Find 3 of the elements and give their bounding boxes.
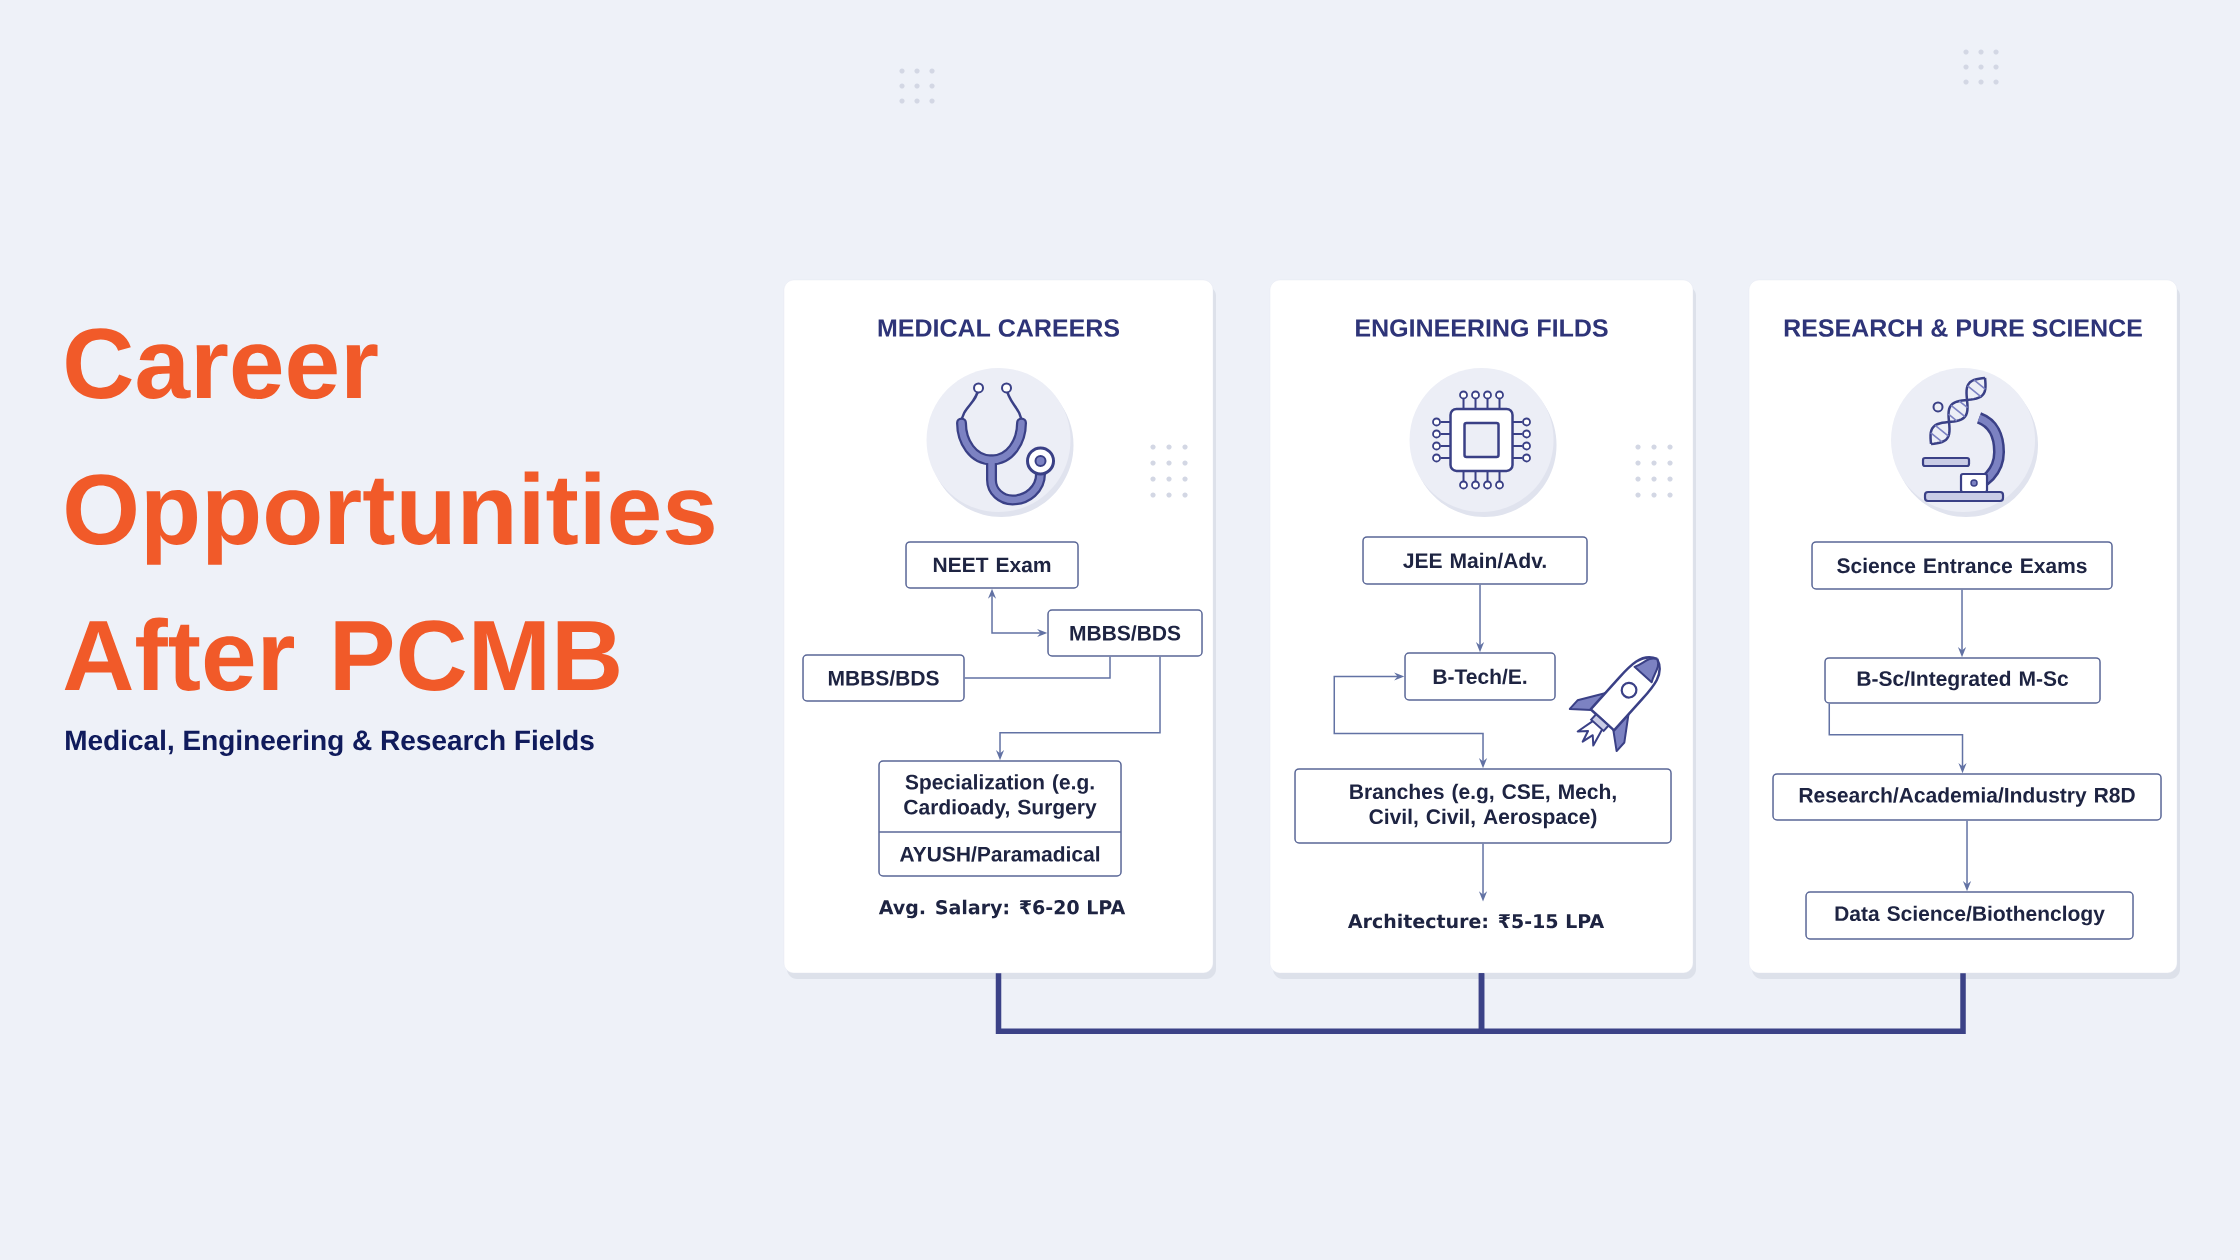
- title: Career Opportunities After PCMB: [64, 328, 714, 691]
- connector-line: [1478, 973, 1966, 1034]
- subtitle: Medical, Engineering & Research Fields: [66, 729, 594, 756]
